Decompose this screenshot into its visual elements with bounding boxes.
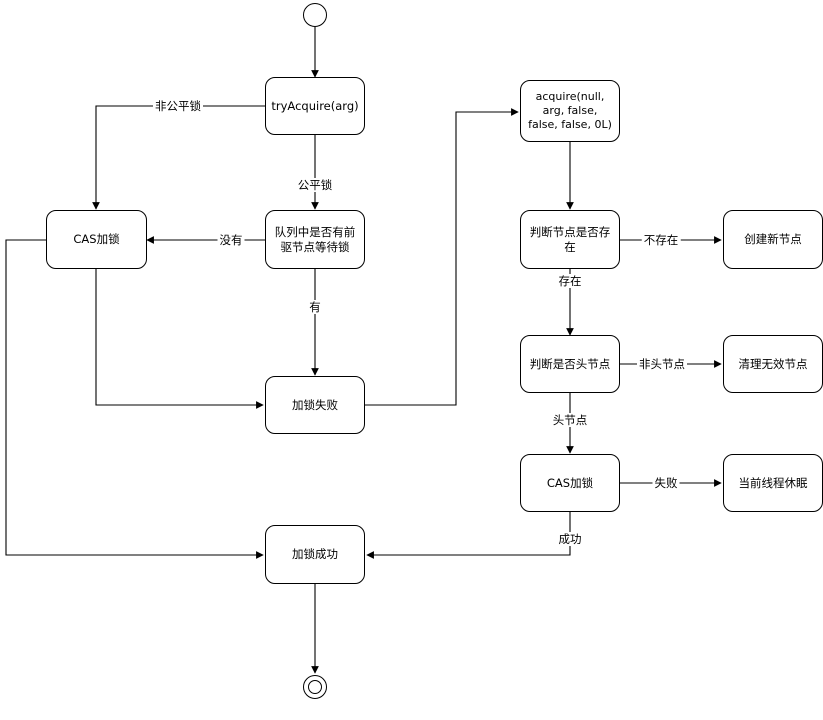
end-node-inner <box>308 680 322 694</box>
edge-label-not-exists: 不存在 <box>641 233 681 247</box>
edge-label-fair: 公平锁 <box>295 178 335 192</box>
edge-cas-left-to-fail <box>95 269 264 409</box>
edge-tryacquire-to-cas-left <box>92 105 265 210</box>
node-lock-fail-label: 加锁失败 <box>292 397 338 412</box>
node-acquire-call[interactable]: acquire(null, arg, false, false, false, … <box>520 80 620 142</box>
node-lock-success-label: 加锁成功 <box>292 547 338 561</box>
node-clean-invalid[interactable]: 清理无效节点 <box>723 335 823 393</box>
node-create-node[interactable]: 创建新节点 <box>723 210 823 269</box>
edge-label-unfair: 非公平锁 <box>153 99 203 113</box>
start-node <box>303 3 327 27</box>
node-lock-success[interactable]: 加锁成功 <box>265 525 365 584</box>
node-thread-sleep-label: 当前线程休眠 <box>738 475 808 490</box>
node-lock-fail[interactable]: 加锁失败 <box>265 376 365 434</box>
node-is-head-label: 判断是否头节点 <box>529 356 611 371</box>
edge-label-fail: 失败 <box>652 476 680 490</box>
edge-fail-to-acquire <box>365 108 519 406</box>
node-is-head[interactable]: 判断是否头节点 <box>520 335 620 393</box>
node-cas-lock-left[interactable]: CAS加锁 <box>46 210 147 269</box>
node-try-acquire-label: tryAcquire(arg) <box>271 98 359 113</box>
end-node <box>303 675 327 699</box>
node-create-node-label: 创建新节点 <box>744 232 802 246</box>
node-thread-sleep[interactable]: 当前线程休眠 <box>723 454 823 512</box>
node-cas-lock-right-label: CAS加锁 <box>546 475 594 490</box>
edge-label-head: 头节点 <box>550 413 590 427</box>
node-cas-lock-right[interactable]: CAS加锁 <box>520 454 620 512</box>
node-try-acquire[interactable]: tryAcquire(arg) <box>265 77 365 135</box>
node-queue-check-label: 队列中是否有前驱节点等待锁 <box>274 224 356 254</box>
node-clean-invalid-label: 清理无效节点 <box>738 356 808 371</box>
node-node-exists[interactable]: 判断节点是否存在 <box>520 210 620 269</box>
node-node-exists-label: 判断节点是否存在 <box>529 224 611 254</box>
edge-cas-right-to-success <box>366 512 571 559</box>
node-acquire-call-label: acquire(null, arg, false, false, false, … <box>528 90 612 131</box>
edge-label-none: 没有 <box>217 233 245 247</box>
node-queue-check[interactable]: 队列中是否有前驱节点等待锁 <box>265 210 365 269</box>
node-cas-lock-left-label: CAS加锁 <box>73 232 120 246</box>
edge-cas-left-to-success <box>5 239 264 559</box>
edge-label-not-head: 非头节点 <box>637 357 687 371</box>
edge-label-success: 成功 <box>556 532 584 546</box>
edge-label-exists: 存在 <box>556 274 584 288</box>
edge-label-has: 有 <box>307 300 323 314</box>
